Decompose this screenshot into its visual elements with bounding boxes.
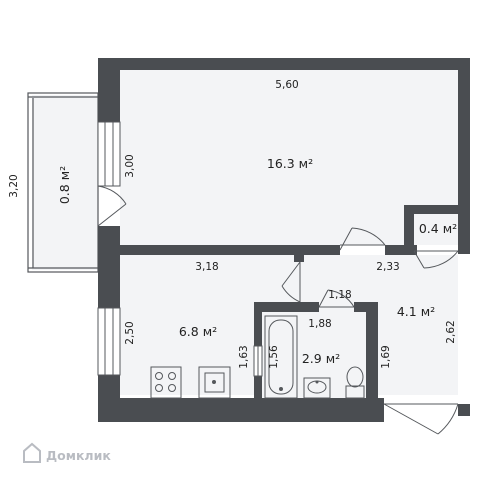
room-floors — [32, 70, 458, 398]
door-balcony — [97, 185, 127, 227]
balcony-area: 0.8 м² — [57, 166, 72, 204]
bathroom-wall-left-lower — [254, 376, 262, 400]
toilet — [345, 366, 365, 399]
door-kitchen — [281, 261, 301, 303]
dim-balcony-length: 3,20 — [8, 174, 20, 197]
kitchen-post — [294, 252, 304, 262]
walls — [98, 58, 470, 422]
dim-bathroom-height: 1,56 — [268, 345, 280, 369]
dim-main-room-height: 3,00 — [124, 154, 136, 177]
dim-hall-inner-length: 1,69 — [380, 345, 392, 368]
bathroom-area: 2.9 м² — [302, 351, 340, 366]
bathroom-wall-right — [366, 302, 378, 400]
window-main-room — [97, 121, 121, 187]
closet-floor — [414, 214, 458, 245]
main-room-floor — [120, 70, 458, 245]
area-labels: 16.3 м² 6.8 м² 4.1 м² 2.9 м² 0.4 м² 0.8 … — [57, 156, 457, 366]
balcony-floor — [32, 95, 98, 270]
wall-left-mid — [98, 226, 120, 308]
house-logo-icon — [23, 442, 41, 463]
watermark-text: Домклик — [46, 448, 111, 463]
dim-main-room-width: 5,60 — [275, 79, 298, 91]
dim-bathroom-width: 1,88 — [308, 318, 331, 330]
balcony-outline — [27, 92, 99, 273]
dimension-labels: 5,60 3,00 3,20 3,18 2,50 2,33 1,18 2,62 … — [8, 79, 457, 369]
windows — [97, 121, 263, 377]
dim-hall-width: 2,33 — [376, 261, 399, 273]
wall-top — [98, 58, 470, 70]
door-closet — [413, 250, 459, 269]
dim-kitchen-width: 3,18 — [195, 261, 218, 273]
bathroom-wall-bottom-right — [366, 398, 384, 422]
closet-wall-top — [404, 205, 462, 214]
bathroom-wall-top — [254, 302, 319, 312]
door-bathroom — [318, 289, 355, 308]
wall-bottom — [98, 398, 384, 422]
fixtures — [150, 315, 365, 399]
stove — [150, 366, 182, 399]
closet-wall-left — [404, 205, 414, 251]
door-entrance — [383, 403, 459, 435]
doors — [97, 185, 459, 435]
hall-area: 4.1 м² — [397, 304, 435, 319]
dim-hall-length: 2,62 — [445, 320, 457, 343]
wall-left-top — [98, 58, 120, 122]
wall-right-lower — [458, 404, 470, 416]
wall-middle-left — [120, 245, 340, 255]
closet-area: 0.4 м² — [419, 221, 457, 236]
door-main-room — [339, 227, 386, 251]
dim-bathroom-side: 1,63 — [238, 345, 250, 368]
bathtub — [264, 315, 298, 399]
bathroom-wall-left — [254, 302, 262, 346]
window-kitchen — [97, 307, 121, 376]
wall-middle-right — [385, 245, 417, 255]
dim-kitchen-height: 2,50 — [124, 321, 136, 344]
wall-right-upper — [458, 58, 470, 254]
sink — [198, 366, 231, 399]
dim-hall-inner-width: 1,18 — [328, 289, 351, 301]
watermark: Домклик — [23, 442, 111, 463]
washbasin — [303, 377, 331, 399]
kitchen-area: 6.8 м² — [179, 324, 217, 339]
main-room-area: 16.3 м² — [267, 156, 313, 171]
